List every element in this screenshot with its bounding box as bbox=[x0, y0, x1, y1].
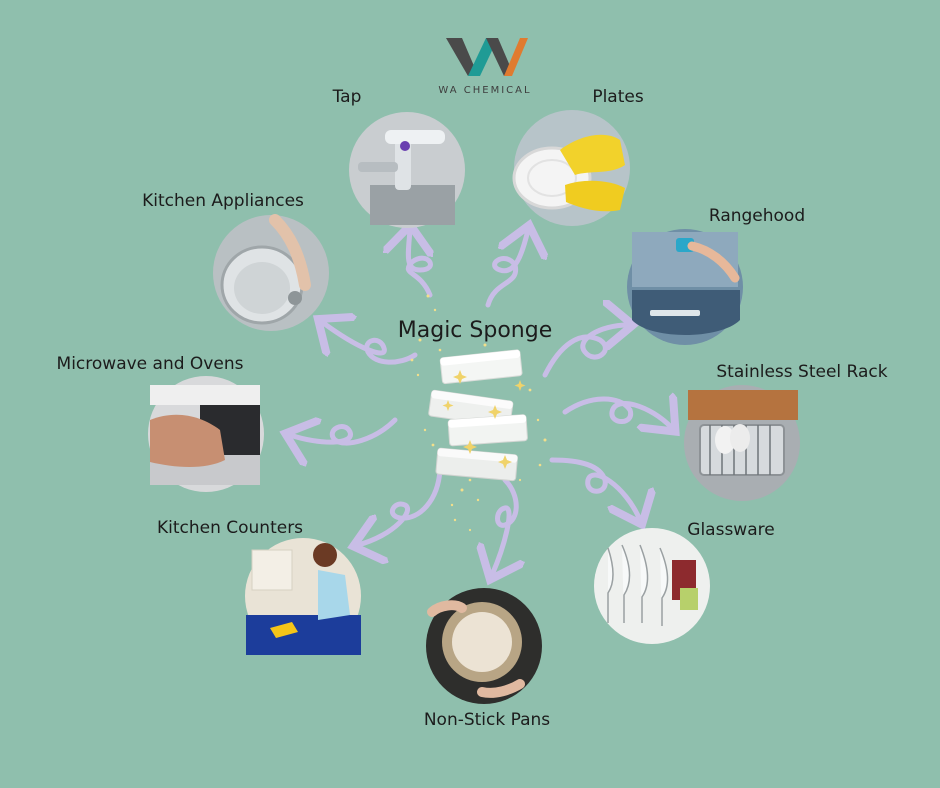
label-rangehood: Rangehood bbox=[708, 206, 806, 226]
magic-sponge-title: Magic Sponge bbox=[397, 318, 553, 343]
rangehood-photo bbox=[627, 229, 743, 345]
label-non-stick-pans: Non-Stick Pans bbox=[423, 710, 551, 730]
glassware-photo bbox=[594, 528, 710, 644]
arrow-microwave bbox=[290, 420, 398, 443]
label-stainless-steel-rack: Stainless Steel Rack bbox=[716, 362, 888, 382]
plates-photo bbox=[512, 110, 630, 226]
arrow-appliances bbox=[322, 322, 418, 365]
label-kitchen-appliances: Kitchen Appliances bbox=[142, 191, 304, 211]
arrows bbox=[290, 230, 672, 575]
label-microwave-and-ovens: Microwave and Ovens bbox=[56, 354, 244, 374]
kitchen-appliances-photo bbox=[213, 214, 329, 331]
stainless-steel-rack-photo bbox=[684, 385, 800, 501]
microwave-and-ovens-photo bbox=[148, 376, 264, 492]
arrow-rack bbox=[562, 399, 672, 428]
arrow-rangehood bbox=[542, 325, 628, 378]
arrow-pans bbox=[492, 477, 516, 575]
arrow-tap bbox=[408, 230, 430, 298]
sparkles bbox=[410, 294, 547, 532]
arrow-plates bbox=[485, 230, 528, 308]
label-glassware: Glassware bbox=[687, 520, 775, 540]
label-kitchen-counters: Kitchen Counters bbox=[156, 518, 304, 538]
non-stick-pans-photo bbox=[426, 588, 542, 704]
logo-icon bbox=[446, 38, 528, 76]
label-tap: Tap bbox=[332, 87, 362, 107]
kitchen-counters-photo bbox=[245, 538, 361, 655]
logo-text: WA CHEMICAL bbox=[438, 85, 532, 96]
arrow-counters bbox=[358, 467, 443, 545]
tap-photo bbox=[349, 112, 465, 228]
magic-sponge-image bbox=[428, 349, 528, 482]
label-plates: Plates bbox=[592, 87, 644, 107]
arrow-glassware bbox=[549, 457, 640, 520]
